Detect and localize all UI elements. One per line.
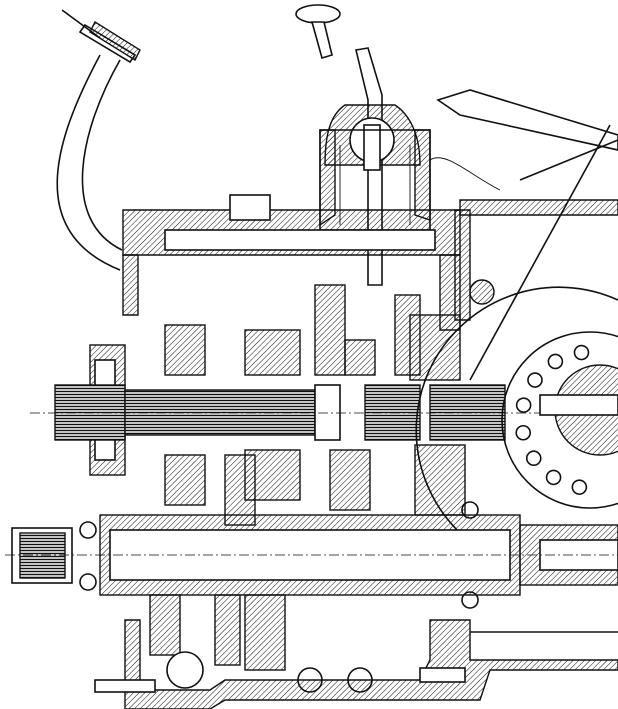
bolt-head (545, 469, 562, 486)
lower-housing (94, 594, 618, 709)
bolt-head (571, 479, 588, 495)
bolt-head (547, 353, 564, 370)
bolt-head (515, 424, 532, 441)
gear-shift-lever (295, 4, 421, 286)
gearbox-housing (122, 89, 618, 381)
bolt-head (515, 397, 532, 413)
differential-disc (415, 286, 618, 561)
bolt-head (525, 450, 542, 467)
input-shaft (30, 384, 618, 441)
bolt-head (527, 372, 543, 388)
output-shaft (5, 501, 618, 609)
bolt-head (573, 344, 590, 361)
clutch-pedal (56, 9, 141, 271)
